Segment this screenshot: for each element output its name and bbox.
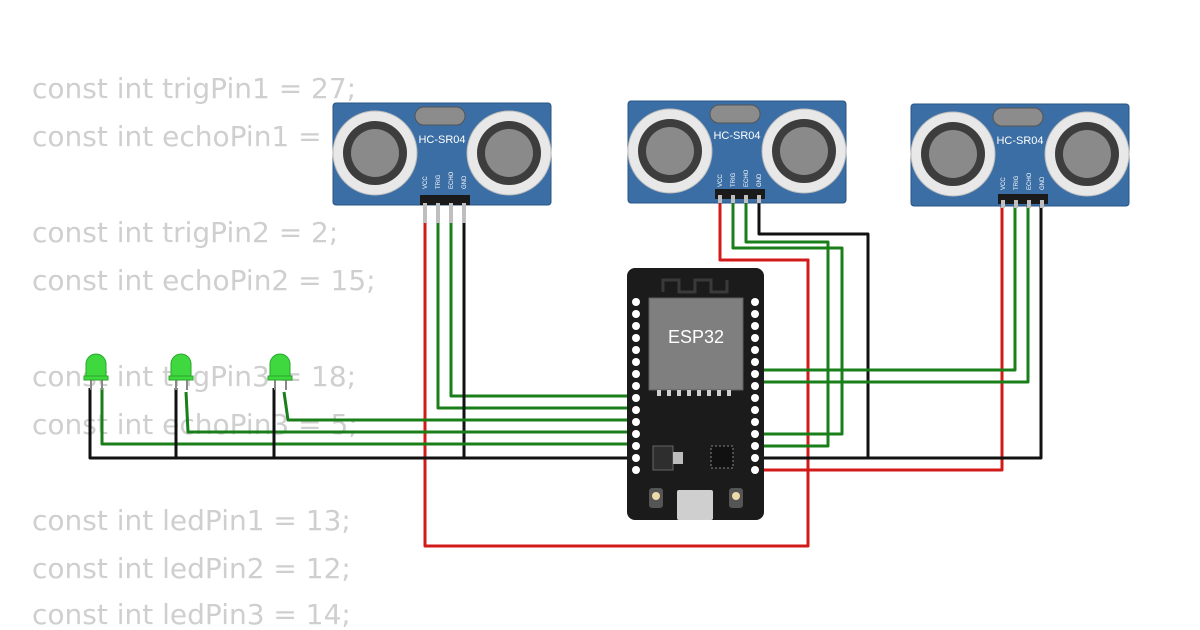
pin-label: VCC bbox=[1001, 177, 1007, 190]
wire-led2-anode bbox=[184, 391, 636, 434]
sensor-label: HC-SR04 bbox=[418, 134, 465, 146]
wires bbox=[88, 200, 1043, 548]
esp32-label: ESP32 bbox=[668, 327, 724, 347]
wire-led3-cathode bbox=[272, 388, 636, 460]
esp32-board: ESP32 bbox=[627, 268, 764, 520]
wire-led3-anode bbox=[282, 391, 636, 422]
sensor-label: HC-SR04 bbox=[996, 135, 1043, 147]
code-line: const int echoPin3 = 5; bbox=[32, 408, 358, 441]
code-line: const int trigPin2 = 2; bbox=[32, 216, 338, 249]
pin-label: TRIG bbox=[1014, 175, 1020, 190]
wire-s1-trig bbox=[436, 222, 636, 410]
wire-s3-trig bbox=[760, 206, 1017, 372]
ultrasonic-sensor-3: HC-SR04 VCC TRIG ECHO GND bbox=[910, 103, 1130, 208]
wire-led1-anode bbox=[100, 388, 636, 446]
code-line: const int echoPin1 = 26; bbox=[32, 120, 376, 153]
wire-s3-gnd bbox=[760, 206, 1043, 460]
wire-s3-vcc bbox=[760, 206, 1004, 472]
led-1 bbox=[83, 353, 109, 390]
pin-label: ECHO bbox=[1027, 172, 1033, 190]
code-line: const int echoPin2 = 15; bbox=[32, 264, 376, 297]
wire-s1-echo bbox=[449, 222, 636, 398]
pin-label: GND bbox=[462, 175, 468, 189]
code-line: const int ledPin2 = 12; bbox=[32, 552, 351, 585]
code-line: const int trigPin1 = 27; bbox=[32, 72, 356, 105]
pin-label: TRIG bbox=[731, 172, 737, 187]
pin-label: ECHO bbox=[744, 169, 750, 187]
wire-s1-gnd bbox=[462, 222, 636, 460]
code-line: const int ledPin3 = 14; bbox=[32, 598, 351, 630]
wire-s3-echo bbox=[760, 206, 1030, 384]
pin-label: ECHO bbox=[449, 171, 455, 189]
ultrasonic-sensor-2: HC-SR04 VCC TRIG ECHO GND bbox=[627, 100, 847, 204]
code-line: const int trigPin3 = 18; bbox=[32, 360, 356, 393]
code-line: const int ledPin1 = 13; bbox=[32, 504, 351, 537]
wire-s2-gnd bbox=[757, 200, 870, 460]
ultrasonic-sensor-1: HC-SR04 VCC TRIG ECHO GND bbox=[332, 102, 552, 223]
pin-label: VCC bbox=[423, 176, 429, 189]
sensor-label: HC-SR04 bbox=[713, 130, 760, 142]
led-3 bbox=[267, 353, 293, 390]
wire-s2-trig bbox=[731, 200, 844, 436]
led-2 bbox=[168, 353, 194, 390]
pin-label: VCC bbox=[718, 174, 724, 187]
code-listing: const int trigPin1 = 27; const int echoP… bbox=[32, 72, 376, 630]
pin-label: GND bbox=[1040, 176, 1046, 190]
pin-label: GND bbox=[757, 173, 763, 187]
pin-label: TRIG bbox=[436, 174, 442, 189]
wire-s2-echo bbox=[744, 200, 830, 448]
